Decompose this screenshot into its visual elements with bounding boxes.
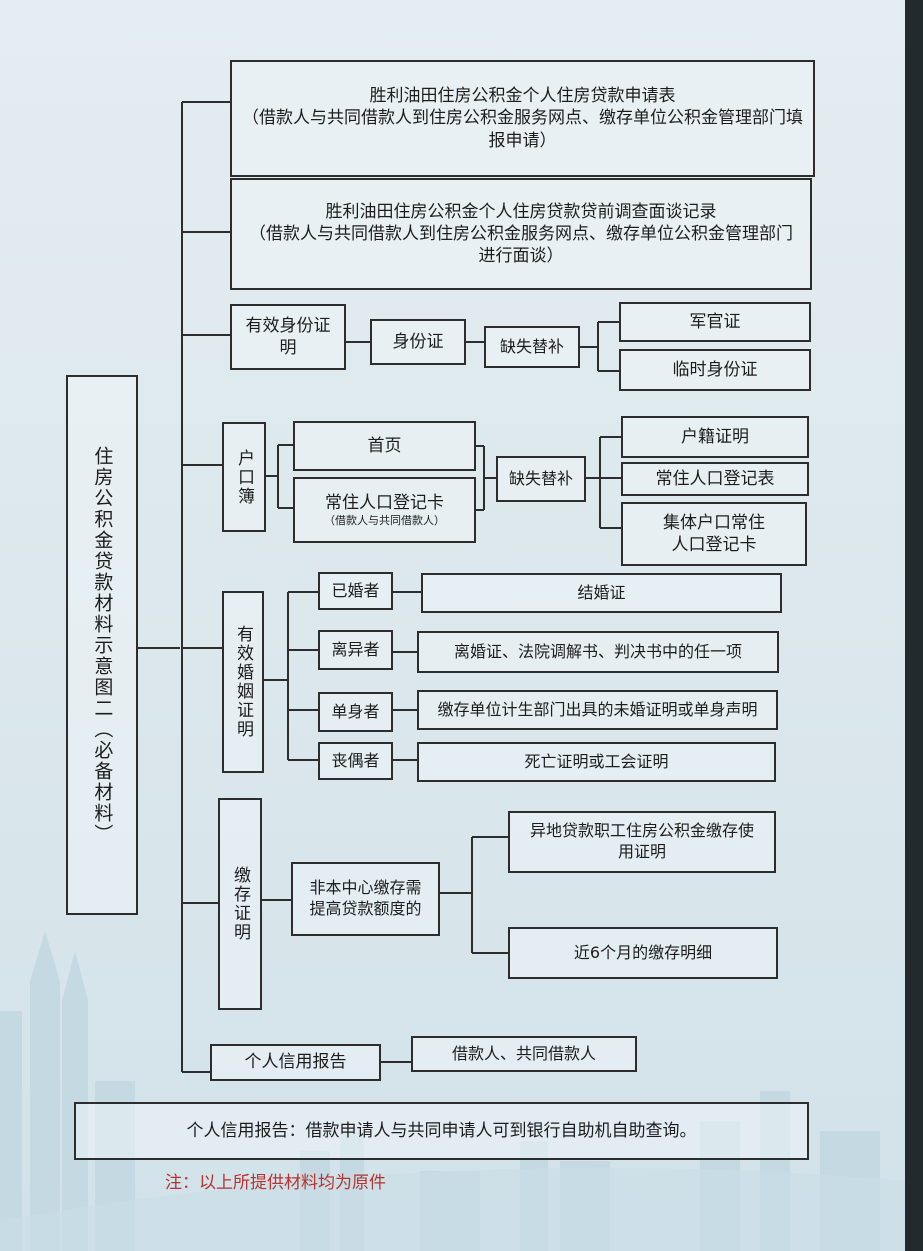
marriage-doc-3: 死亡证明或工会证明: [417, 742, 776, 782]
interview-record-desc: （借款人与共同借款人到住房公积金服务网点、缴存单位公积金管理部门进行面谈）: [249, 223, 793, 267]
deposit-option-0: 异地贷款职工住房公积金缴存使用证明: [508, 811, 776, 873]
root-title: 住房公积金贷款材料示意图二（必备材料）: [66, 375, 138, 915]
household-option-0: 户籍证明: [621, 416, 809, 458]
application-form-desc: （借款人与共同借款人到住房公积金服务网点、缴存单位公积金管理部门填报申请）: [242, 108, 803, 151]
interview-record-box: 胜利油田住房公积金个人住房贷款贷前调查面谈记录 （借款人与共同借款人到住房公积金…: [230, 178, 812, 290]
deposit-label: 缴存证明: [218, 798, 262, 1010]
identity-label: 有效身份证明: [230, 304, 346, 370]
identity-option-0: 军官证: [619, 302, 811, 342]
marriage-status-3: 丧偶者: [318, 742, 393, 780]
household-substitute-box: 缺失替补: [496, 456, 586, 502]
application-form-title: 胜利油田住房公积金个人住房贷款申请表: [369, 86, 676, 107]
resident-card-box: 常住人口登记卡 （借款人与共同借款人）: [293, 477, 476, 543]
marriage-doc-2: 缴存单位计生部门出具的未婚证明或单身声明: [417, 690, 778, 730]
deposit-condition: 非本中心缴存需提高贷款额度的: [291, 862, 440, 936]
page-edge: [905, 0, 923, 1251]
interview-record-title: 胜利油田住房公积金个人住房贷款贷前调查面谈记录: [325, 201, 717, 222]
household-option-2: 集体户口常住人口登记卡: [621, 502, 807, 566]
household-option-1: 常住人口登记表: [621, 462, 809, 496]
resident-card-note: （借款人与共同借款人）: [324, 513, 445, 527]
credit-note: 个人信用报告：借款申请人与共同申请人可到银行自助机自助查询。: [74, 1102, 809, 1160]
marriage-label: 有效婚姻证明: [222, 591, 264, 773]
identity-option-1: 临时身份证: [619, 349, 811, 391]
marriage-status-0: 已婚者: [318, 572, 393, 610]
marriage-status-2: 单身者: [318, 692, 393, 732]
deposit-option-1: 近6个月的缴存明细: [508, 927, 778, 979]
marriage-doc-1: 离婚证、法院调解书、判决书中的任一项: [417, 631, 779, 673]
marriage-status-1: 离异者: [318, 630, 393, 670]
household-first-page: 首页: [293, 421, 476, 471]
household-label: 户口簿: [222, 422, 266, 532]
credit-label: 个人信用报告: [210, 1044, 381, 1081]
credit-who: 借款人、共同借款人: [411, 1036, 637, 1072]
id-card-box: 身份证: [370, 319, 466, 365]
footnote: 注：以上所提供材料均为原件: [165, 1173, 386, 1193]
application-form-box: 胜利油田住房公积金个人住房贷款申请表 （借款人与共同借款人到住房公积金服务网点、…: [230, 60, 815, 177]
identity-substitute-box: 缺失替补: [484, 326, 580, 368]
marriage-doc-0: 结婚证: [421, 573, 782, 613]
resident-card-label: 常住人口登记卡: [325, 492, 444, 513]
